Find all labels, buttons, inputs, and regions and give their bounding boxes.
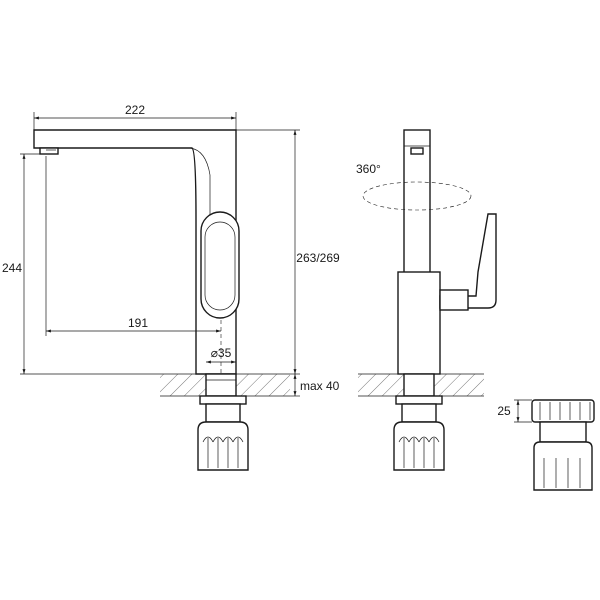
nut-detail-body <box>539 421 587 443</box>
dim-191-label: 191 <box>128 316 148 330</box>
dim-max40-label: max 40 <box>300 379 340 393</box>
rotation-label: 360° <box>356 162 381 176</box>
side-lever <box>439 213 497 309</box>
side-nut-ribs-top <box>398 436 440 443</box>
side-view: 360° <box>356 129 497 471</box>
fixing-nut <box>197 421 249 471</box>
nut-detail-bottom <box>533 441 593 491</box>
dim-263-label: 263/269 <box>296 251 340 265</box>
side-lever-joint <box>439 289 469 311</box>
front-view: 222 244 191 ⌀35 263/269 max 40 <box>2 103 340 471</box>
threaded-stem <box>205 403 241 423</box>
side-base-neck <box>403 373 435 397</box>
handle-oval-inner <box>204 221 236 311</box>
side-fixing-nut <box>393 421 445 471</box>
dim-222-label: 222 <box>125 103 145 117</box>
rotation-ellipse <box>362 181 472 211</box>
base-neck <box>205 373 237 397</box>
dim-35-label: ⌀35 <box>211 346 232 360</box>
side-body <box>397 271 441 375</box>
nut-detail-top-ribs <box>539 402 591 420</box>
nut-detail: 25 <box>497 399 595 491</box>
base-ring <box>199 395 247 405</box>
aerator <box>39 147 59 155</box>
nut-detail-top <box>531 399 595 423</box>
side-aerator <box>410 147 424 155</box>
nut-ribs-top <box>202 436 244 443</box>
spout-inner-bend <box>189 147 211 215</box>
side-base-ring <box>395 395 443 405</box>
dim-244-label: 244 <box>2 261 22 275</box>
handle-oval <box>200 211 240 319</box>
dim-25-label: 25 <box>497 404 511 418</box>
side-threaded-stem <box>401 403 437 423</box>
